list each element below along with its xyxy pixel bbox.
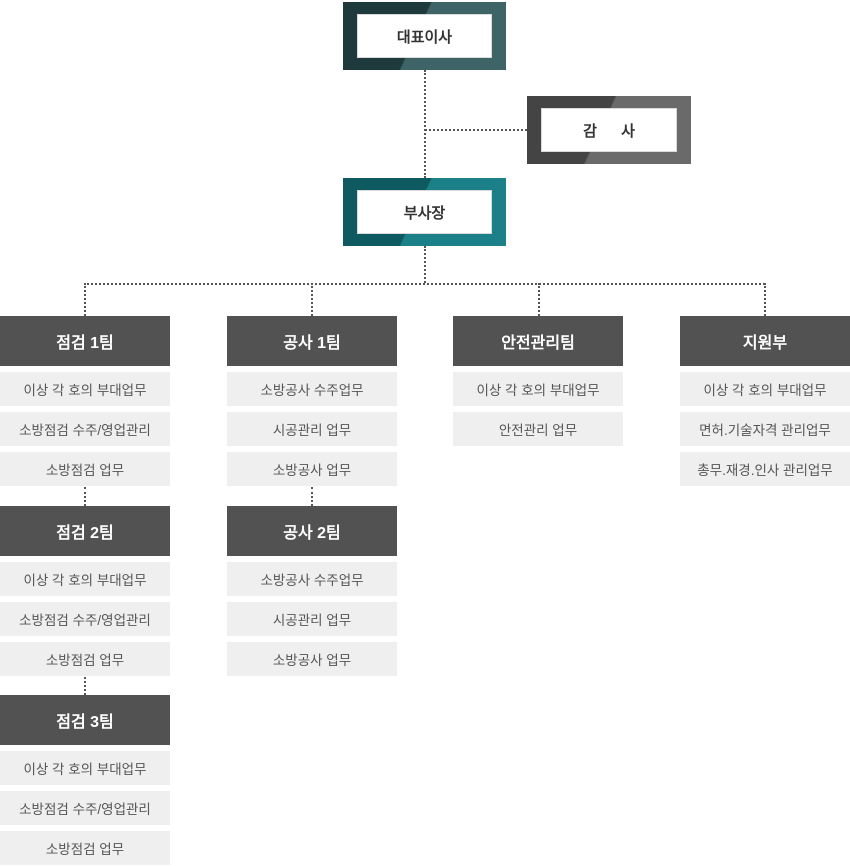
connector-team-inspection1 <box>84 283 86 316</box>
connector-vp-down <box>424 246 426 283</box>
task-item: 총무.재경.인사 관리업무 <box>680 452 850 486</box>
task-item: 이상 각 호의 부대업무 <box>453 372 623 406</box>
team-inspection2-header: 점검 2팀 <box>0 506 170 556</box>
task-item: 소방점검 수주/영업관리 <box>0 791 170 825</box>
task-item: 소방점검 업무 <box>0 452 170 486</box>
task-item: 소방점검 수주/영업관리 <box>0 602 170 636</box>
ceo-label: 대표이사 <box>357 14 492 58</box>
task-item: 소방공사 수주업무 <box>227 372 397 406</box>
team-construction1-header: 공사 1팀 <box>227 316 397 366</box>
task-item: 소방점검 업무 <box>0 642 170 676</box>
vice-president-label: 부사장 <box>357 190 492 234</box>
team-inspection1-header: 점검 1팀 <box>0 316 170 366</box>
audit-box: 감 사 <box>527 96 691 164</box>
task-item: 안전관리 업무 <box>453 412 623 446</box>
task-item: 소방공사 수주업무 <box>227 562 397 596</box>
task-item: 소방점검 업무 <box>0 831 170 865</box>
task-item: 시공관리 업무 <box>227 602 397 636</box>
task-item: 이상 각 호의 부대업무 <box>0 372 170 406</box>
task-item: 면허.기술자격 관리업무 <box>680 412 850 446</box>
task-item: 이상 각 호의 부대업무 <box>0 751 170 785</box>
team-inspection3-header: 점검 3팀 <box>0 695 170 745</box>
connector-ceo-vp <box>424 70 426 178</box>
connector-team-safety <box>538 283 540 316</box>
team-construction2-header: 공사 2팀 <box>227 506 397 556</box>
task-item: 이상 각 호의 부대업무 <box>0 562 170 596</box>
task-item: 소방공사 업무 <box>227 452 397 486</box>
connector-construction1-2 <box>311 487 313 506</box>
connector-teams-bus <box>84 283 765 285</box>
connector-audit <box>425 129 527 131</box>
team-support-header: 지원부 <box>680 316 850 366</box>
task-item: 소방점검 수주/영업관리 <box>0 412 170 446</box>
connector-team-support <box>764 283 766 316</box>
connector-team-construction1 <box>311 283 313 316</box>
task-item: 소방공사 업무 <box>227 642 397 676</box>
connector-inspection2-3 <box>84 677 86 695</box>
ceo-box: 대표이사 <box>343 2 506 70</box>
audit-label: 감 사 <box>541 108 677 152</box>
team-safety-header: 안전관리팀 <box>453 316 623 366</box>
task-item: 이상 각 호의 부대업무 <box>680 372 850 406</box>
vice-president-box: 부사장 <box>343 178 506 246</box>
connector-inspection1-2 <box>84 487 86 506</box>
task-item: 시공관리 업무 <box>227 412 397 446</box>
